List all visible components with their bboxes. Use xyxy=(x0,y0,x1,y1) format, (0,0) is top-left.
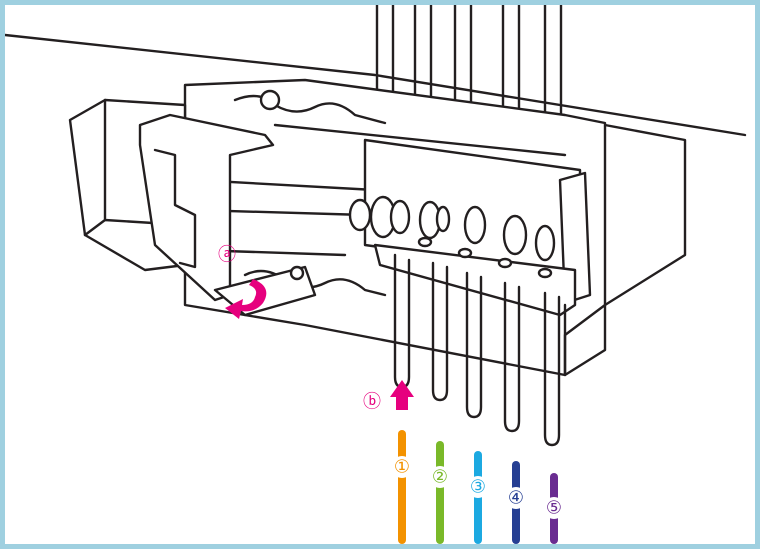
lever-knob xyxy=(259,89,281,111)
curved-arrow-icon xyxy=(225,279,267,319)
lever-cover xyxy=(138,113,275,302)
tube-1: ① xyxy=(391,430,413,544)
label-a: ⓐ xyxy=(218,245,236,266)
label-b: ⓑ xyxy=(363,392,381,413)
lower-tubes xyxy=(393,253,561,447)
tube-3-label: ③ xyxy=(470,477,486,498)
up-arrow-icon xyxy=(390,380,414,410)
colored-tubes: ① ② ③ ④ ⑤ xyxy=(391,430,565,544)
tube-5-label: ⑤ xyxy=(546,498,562,519)
tube-4: ④ xyxy=(505,461,527,544)
tube-pump-illustration: ① ② ③ ④ ⑤ ⓐ ⓑ xyxy=(5,5,747,544)
tube-2: ② xyxy=(429,441,451,544)
clamp-bar xyxy=(373,243,577,317)
clamp-screws xyxy=(417,236,553,279)
base-edge xyxy=(563,303,607,377)
tube-1-label: ① xyxy=(394,457,410,478)
tube-5: ⑤ xyxy=(543,473,565,544)
tube-4-label: ④ xyxy=(508,488,524,509)
lever-base-screw xyxy=(289,265,305,281)
tube-3: ③ xyxy=(467,451,489,544)
rail-top xyxy=(233,94,567,157)
back-panel-edge xyxy=(5,33,747,137)
lever-cover-slot xyxy=(153,148,197,269)
back-panel-right xyxy=(603,123,687,307)
rollers xyxy=(348,195,556,262)
tube-2-label: ② xyxy=(432,467,448,488)
